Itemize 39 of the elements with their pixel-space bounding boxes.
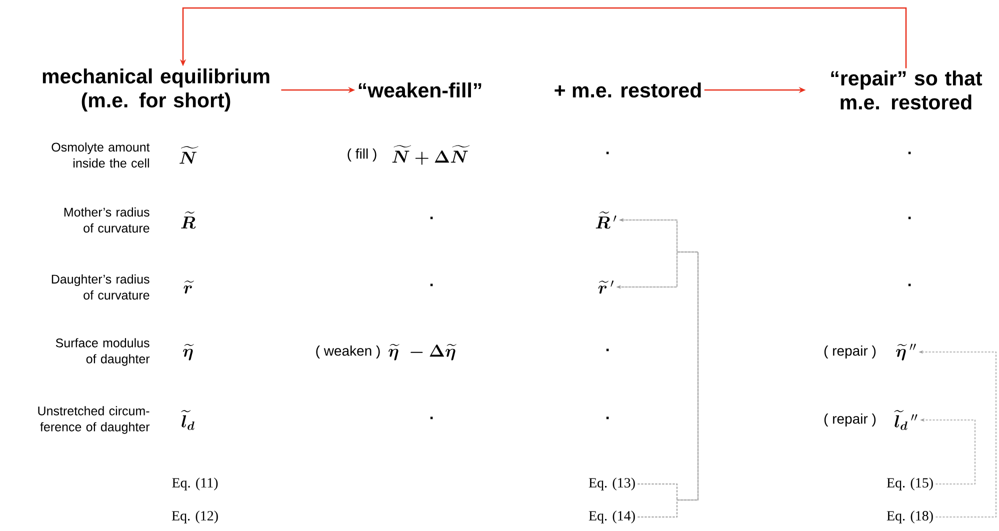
dot: · bbox=[908, 284, 911, 286]
formula: $\boldsymbol{\widetilde{\eta}\;-\Delta\widetilde{\eta}}$ bbox=[388, 344, 456, 360]
dot: · bbox=[606, 416, 609, 420]
column-heading: “weaken-fill” bbox=[358, 82, 482, 98]
formula: $\boldsymbol{\widetilde{N}+\Delta\widetilde{N}}$ bbox=[392, 145, 470, 165]
variable-symbol: $\boldsymbol{\widetilde{\eta}}\,''$ bbox=[896, 344, 916, 360]
operation-label: ( repair ) bbox=[824, 413, 876, 427]
operation-label: ( repair ) bbox=[824, 345, 876, 359]
formula: $\boldsymbol{\widetilde{r}}$ bbox=[184, 280, 194, 294]
formula: $\boldsymbol{\widetilde{l}_{d}}$ bbox=[181, 410, 194, 430]
formula: $\boldsymbol{\widetilde{\eta}}$ bbox=[183, 344, 194, 360]
dot: · bbox=[430, 284, 433, 286]
dot: · bbox=[908, 152, 911, 154]
dot: · bbox=[430, 416, 433, 420]
operation-label: ( weaken ) bbox=[316, 345, 380, 359]
equation-reference: Eq. (14) bbox=[588, 510, 635, 524]
equation-reference: Eq. (13) bbox=[588, 478, 635, 490]
dot: · bbox=[908, 216, 911, 220]
row-label: Daughter’s radius of curvature bbox=[52, 274, 150, 300]
column-heading: mechanical equilibrium (m.e. for short) bbox=[42, 68, 270, 112]
operation-label: ( fill ) bbox=[348, 148, 376, 162]
equation-reference: Eq. (11) bbox=[172, 478, 218, 490]
column-heading: “repair” so that m.e. restored bbox=[831, 70, 982, 110]
row-label: Surface modulus of daughter bbox=[56, 338, 150, 366]
formula: $\boldsymbol{\widetilde{N}}$ bbox=[180, 146, 198, 164]
dot: · bbox=[606, 348, 609, 352]
row-label: Osmolyte amount inside the cell bbox=[52, 142, 150, 168]
equation-reference: Eq. (18) bbox=[886, 510, 933, 524]
dot: · bbox=[606, 152, 609, 154]
column-heading: + m.e. restored bbox=[554, 82, 701, 98]
equation-reference: Eq. (12) bbox=[172, 510, 218, 524]
row-label: Mother’s radius of curvature bbox=[64, 207, 150, 233]
variable-symbol: $\boldsymbol{\widetilde{l}_{d}}\,''$ bbox=[894, 410, 918, 430]
variable-symbol: $\boldsymbol{\widetilde{R}}\,'$ bbox=[596, 212, 616, 229]
variable-symbol: $\boldsymbol{\widetilde{r}}\,'$ bbox=[598, 280, 614, 294]
formula: $\boldsymbol{\widetilde{R}}$ bbox=[181, 212, 196, 229]
dot: · bbox=[430, 216, 433, 220]
row-label: Unstretched circum- ference of daughter bbox=[38, 406, 150, 434]
equation-reference: Eq. (15) bbox=[886, 478, 933, 490]
